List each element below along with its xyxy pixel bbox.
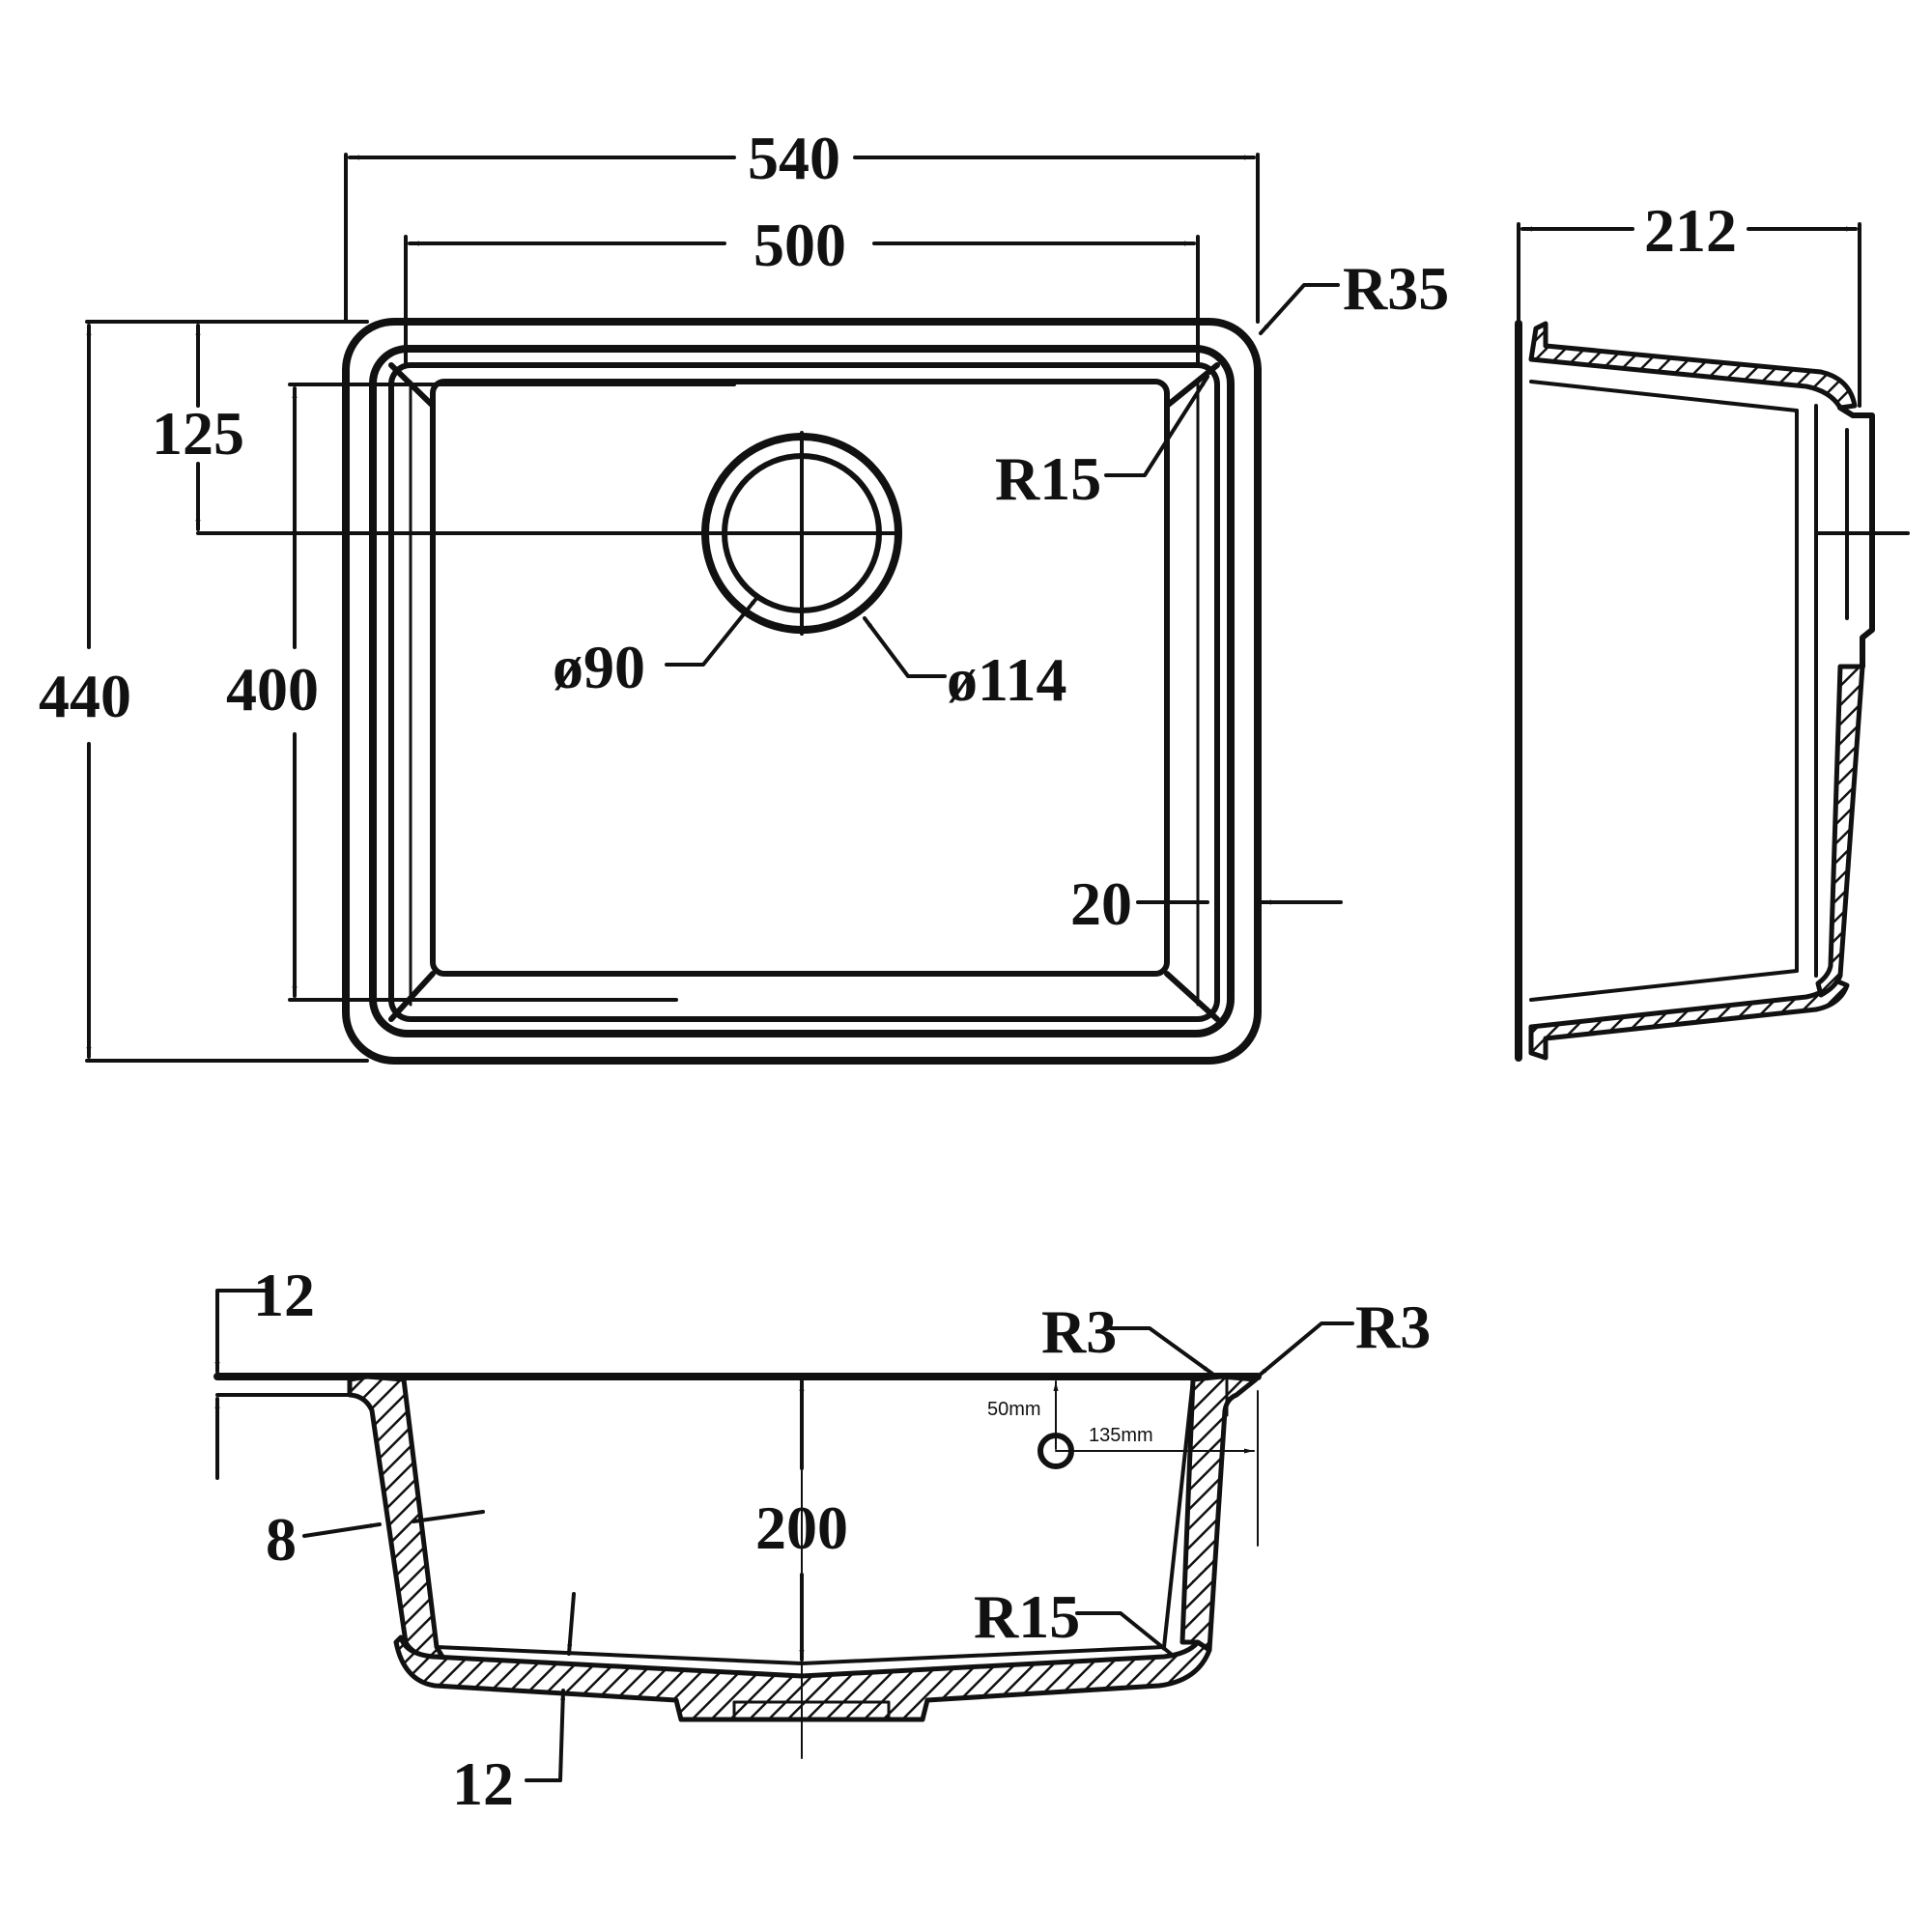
section-left-wall-hatch (347, 1374, 445, 1660)
side-inner-top (1529, 380, 1799, 412)
outer-rim-outline (342, 318, 1262, 1065)
section-view: 50mm 135mm 12 8 200 12 R15 R3 R3 (213, 1261, 1431, 1818)
dim-440-label: 440 (39, 662, 131, 730)
dim-12-bottom-top (567, 1592, 576, 1656)
bowl-outline (388, 362, 1220, 1022)
leader-r15-section (1075, 1611, 1173, 1656)
dim-500-label: 500 (753, 211, 846, 279)
label-d114: ø114 (947, 645, 1066, 714)
leader-12-bottom (525, 1689, 566, 1782)
label-200: 200 (755, 1493, 848, 1562)
dim-540-label: 540 (748, 124, 840, 192)
corner-diag-bl (388, 971, 436, 1022)
section-right-wall-hatch (1179, 1374, 1259, 1653)
label-20: 20 (1070, 869, 1132, 938)
corner-diag-tr (1164, 362, 1220, 409)
leader-r3-left (1109, 1326, 1214, 1376)
leader-r3-right (1256, 1321, 1354, 1378)
dim-212-label: 212 (1644, 196, 1737, 265)
label-r15-top: R15 (995, 444, 1101, 513)
side-bottom-wall-hatch (1528, 978, 1850, 1061)
side-top-wall-hatch (1528, 321, 1858, 411)
side-overflow-box (1837, 405, 1875, 669)
leader-r35 (1259, 283, 1340, 335)
label-12-bottom: 12 (452, 1749, 514, 1818)
leader-r15-top (1104, 375, 1209, 477)
label-r3-right: R3 (1355, 1293, 1431, 1361)
leader-d114 (863, 616, 947, 678)
label-12-rim: 12 (253, 1261, 315, 1329)
dim-8-right (412, 1510, 485, 1523)
label-r35: R35 (1343, 254, 1449, 323)
dim-400-label: 400 (226, 655, 319, 724)
corner-diag-br (1164, 971, 1220, 1022)
overflow-vertical-label: 50mm (987, 1399, 1041, 1420)
dim-8-left (302, 1522, 382, 1538)
top-view: 540 500 440 400 125 R35 R15 ø90 (39, 124, 1449, 1065)
outer-rim-inner-outline (369, 345, 1235, 1037)
side-back-wall-hatch (1815, 664, 1865, 998)
dim-125-label: 125 (152, 399, 244, 468)
label-r3-left: R3 (1041, 1297, 1117, 1366)
label-d90: ø90 (553, 633, 645, 701)
overflow-horizontal-label: 135mm (1089, 1425, 1153, 1446)
bowl-floor-outline (430, 379, 1170, 977)
side-view: 212 (1515, 196, 1910, 1062)
label-r15-section: R15 (974, 1582, 1080, 1651)
label-8: 8 (266, 1505, 297, 1574)
leader-d90 (665, 594, 760, 667)
leader-12-rim (214, 1289, 268, 1374)
side-inner-bottom (1529, 969, 1799, 1002)
section-drain-cutout (732, 1700, 891, 1721)
